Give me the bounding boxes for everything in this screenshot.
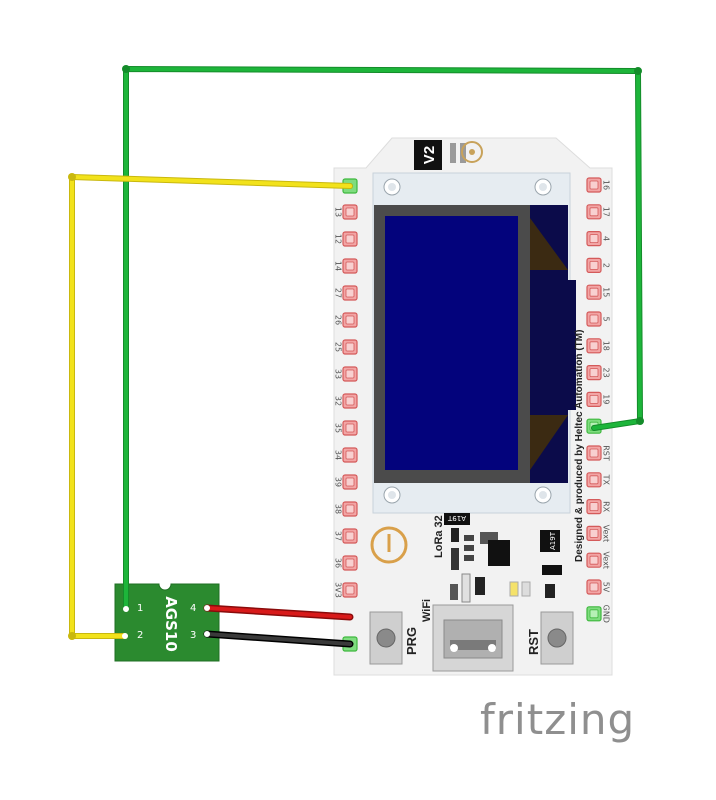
yellow-wire[interactable] — [70, 175, 352, 638]
pin-label: 19 — [602, 394, 611, 404]
pin-label: RX — [602, 501, 611, 513]
sensor-pin-2[interactable] — [122, 633, 128, 639]
pin-label: 38 — [334, 504, 343, 514]
pin-label: 34 — [334, 450, 343, 460]
pin-label: 33 — [334, 369, 343, 379]
version-badge-bg — [414, 140, 442, 170]
pin-label: 17 — [602, 207, 611, 217]
pin-label: 16 — [602, 180, 611, 190]
sensor-pin-3[interactable] — [204, 631, 210, 637]
pin-label: 3V3 — [334, 582, 343, 598]
sensor-pin-label: 1 — [137, 603, 143, 614]
pin-label: GND — [602, 605, 611, 623]
pin-label: 5V — [602, 582, 611, 593]
pin-label: 13 — [334, 207, 343, 217]
pin-label: 39 — [334, 477, 343, 487]
fritzing-logo: fritzing — [480, 695, 635, 744]
pin-label: 27 — [334, 288, 343, 298]
pin-label: 12 — [334, 234, 343, 244]
version-badge: V2 — [421, 146, 438, 164]
pin-label: 35 — [334, 423, 343, 433]
designer-text: Designed & produced by Heltec Automation… — [574, 330, 585, 562]
pin-label: 37 — [334, 531, 343, 541]
sensor-pin-4[interactable] — [204, 605, 210, 611]
ags10-sensor: AGS10 1 2 4 3 — [114, 583, 220, 662]
pin-label: 18 — [602, 341, 611, 351]
sensor-pin-1[interactable] — [123, 606, 129, 612]
rst-label: RST — [526, 629, 541, 655]
chip-label: LoRa 32 — [433, 515, 445, 558]
pin-label: Vext — [602, 551, 611, 569]
ic-chip — [540, 530, 560, 552]
pin-label: 26 — [334, 315, 343, 325]
ic-chip-label: A19T — [447, 514, 466, 522]
pin-label: RST — [602, 445, 611, 461]
pin-label: 2 — [602, 263, 611, 268]
pin-label: 5 — [602, 316, 611, 321]
prg-label: PRG — [404, 627, 419, 655]
pin-label: Vext — [602, 525, 611, 543]
ic-chip-label: A19T — [549, 531, 557, 550]
wifi-label: WiFi — [421, 599, 433, 622]
red-wire[interactable] — [205, 606, 352, 619]
pin-label: 25 — [334, 342, 343, 352]
oled-screen — [385, 216, 518, 470]
antenna-connector-icon — [461, 141, 483, 163]
pin-label: 4 — [602, 236, 611, 241]
heltec-lora32-board: V2 LoRa 32 WiFi A19T — [333, 137, 613, 676]
pin-label: 15 — [602, 287, 611, 297]
pin-label: 36 — [334, 558, 343, 568]
crystal-icon — [370, 526, 408, 564]
sensor-pin-label: 2 — [137, 630, 143, 641]
sensor-name: AGS10 — [162, 596, 180, 652]
left-pin-header: 13 12 14 27 26 25 33 32 35 34 39 38 37 36 3V3 — [334, 178, 358, 652]
antenna-pad — [450, 143, 456, 163]
sensor-pin-label: 4 — [190, 603, 196, 614]
pin-label: 23 — [602, 368, 611, 378]
black-wire[interactable] — [205, 632, 352, 646]
regulator-chip — [488, 540, 510, 566]
sensor-pin-label: 3 — [190, 630, 196, 641]
ic-chip — [444, 513, 470, 525]
wires — [68, 65, 644, 648]
pin-label: 32 — [334, 396, 343, 406]
pin-label: 14 — [334, 261, 343, 271]
pin-label: TX — [602, 474, 611, 486]
